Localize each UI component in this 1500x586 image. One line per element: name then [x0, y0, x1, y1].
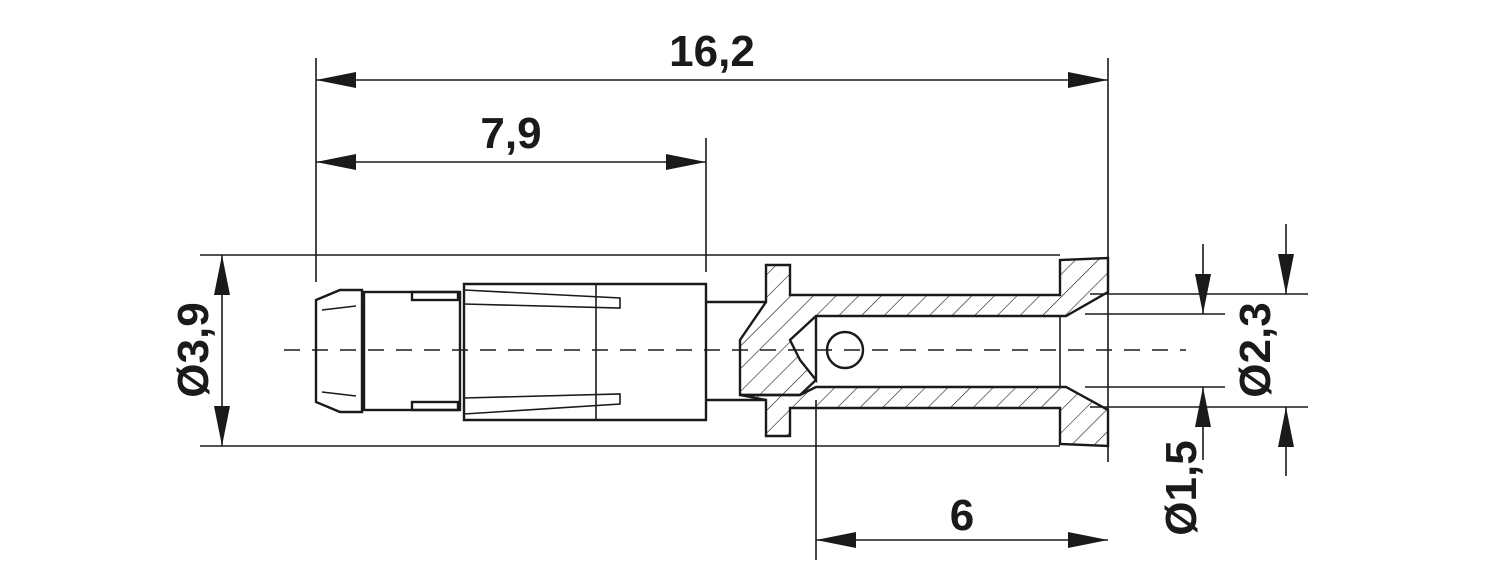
arrow-up-icon	[1278, 407, 1294, 447]
arrow-down-icon	[1278, 254, 1294, 294]
lamella-slot-top	[463, 289, 621, 309]
arrow-left-icon	[316, 72, 356, 88]
sleeve-notch-top	[410, 290, 460, 302]
dimension-label-front: 7,9	[480, 109, 541, 158]
tip-edge-line	[321, 305, 357, 311]
dimension-outer-diameter: Ø3,9	[169, 254, 1060, 447]
arrow-up-icon	[214, 255, 230, 295]
crimp-barrel-section-top	[738, 256, 1110, 397]
dimension-label-overall: 16,2	[669, 27, 755, 76]
dimension-front-length: 7,9	[316, 109, 707, 272]
arrow-right-icon	[666, 154, 706, 170]
arrow-left-icon	[816, 532, 856, 548]
crimp-barrel-section-bottom	[739, 385, 1110, 448]
dimension-label-outer-diameter: Ø3,9	[169, 302, 218, 397]
arrow-right-icon	[1068, 532, 1108, 548]
contact-tip	[314, 288, 364, 414]
lamella-body	[462, 282, 708, 422]
sleeve-notch-bottom	[410, 400, 460, 412]
dimension-label-inner-diameter-small: Ø1,5	[1157, 440, 1206, 535]
arrow-right-icon	[1068, 72, 1108, 88]
tip-edge-line	[321, 391, 357, 397]
dimension-overall-length: 16,2	[315, 27, 1109, 462]
contact-sleeve	[362, 290, 462, 412]
arrow-left-icon	[316, 154, 356, 170]
dimension-label-crimp: 6	[950, 491, 974, 540]
dimension-inner-diameter-large: Ø2,3	[1090, 224, 1308, 476]
contact-pin-drawing	[284, 256, 1186, 448]
lamella-slot-bottom	[463, 393, 621, 415]
arrow-down-icon	[214, 406, 230, 446]
dimension-crimp-length: 6	[815, 400, 1108, 560]
dimension-label-inner-diameter-large: Ø2,3	[1231, 302, 1280, 397]
